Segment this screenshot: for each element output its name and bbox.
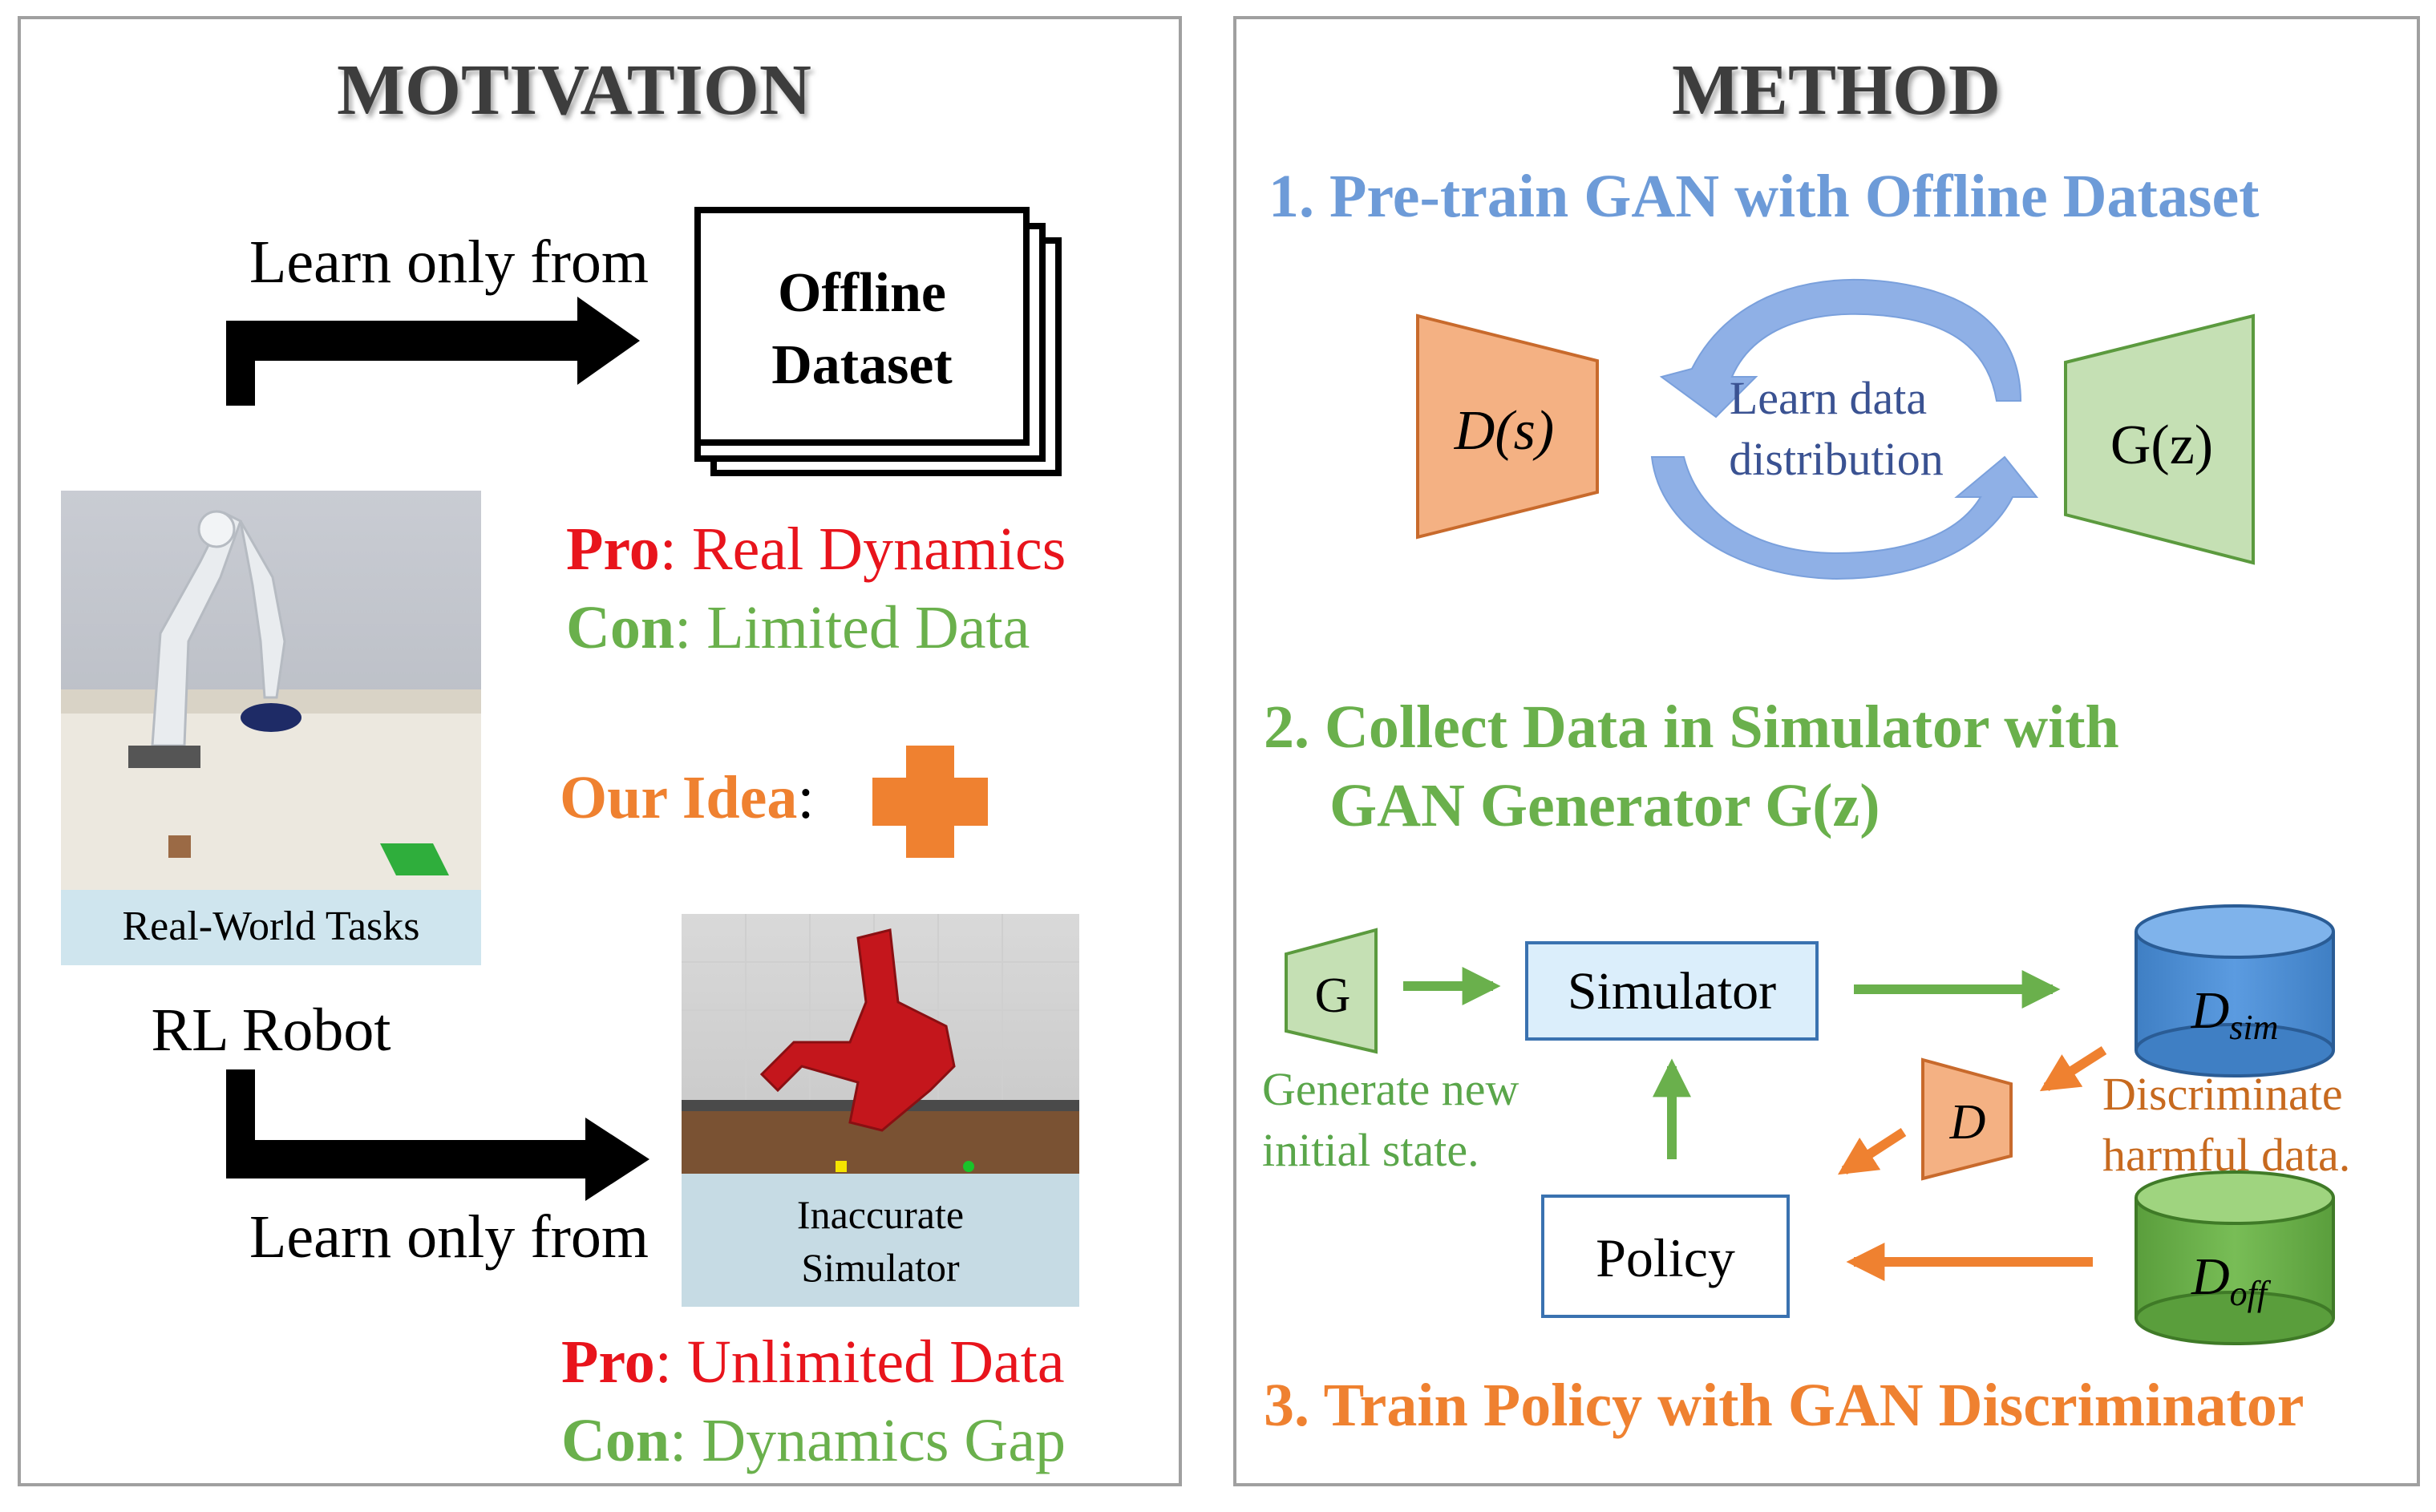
g-small-label: G xyxy=(1315,968,1351,1023)
cycle-arrow-bottom xyxy=(1650,455,2039,580)
generator-small-shape xyxy=(1285,928,1378,1054)
con-dynamics-gap: Con: Dynamics Gap xyxy=(561,1407,1066,1474)
doff-label: Doff xyxy=(2191,1247,2272,1313)
step3-heading: 3. Train Policy with GAN Discriminator xyxy=(1264,1372,2304,1439)
learn-data-line2: distribution xyxy=(1729,433,1943,485)
our-idea-label: Our Idea: xyxy=(560,764,814,831)
dataset-label-line1: Offline xyxy=(778,262,946,324)
simulator-screenshot xyxy=(682,914,1079,1307)
dataset-label-line2: Dataset xyxy=(771,334,952,396)
pro-real-dynamics: Pro: Real Dynamics xyxy=(566,515,1066,583)
policy-box xyxy=(1541,1195,1790,1318)
step1-heading: 1. Pre-train GAN with Offline Dataset xyxy=(1269,163,2259,230)
offline-dataset-stack xyxy=(694,207,1062,476)
d-s-label: D(s) xyxy=(1454,400,1554,462)
discriminator-small-shape xyxy=(1921,1057,2013,1181)
g-z-label: G(z) xyxy=(2110,414,2213,476)
dsim-label: Dsim xyxy=(2191,981,2279,1047)
top-elbow-arrow xyxy=(226,297,640,406)
motivation-title: MOTIVATION xyxy=(337,51,811,130)
pro-unlimited-data: Pro: Unlimited Data xyxy=(561,1328,1065,1396)
generate-line2: initial state. xyxy=(1262,1124,1479,1176)
bottom-elbow-arrow xyxy=(226,1069,649,1201)
cycle-arrow-top xyxy=(1659,278,2022,418)
generate-line1: Generate new xyxy=(1262,1063,1519,1115)
bottom-learn-label: Learn only from xyxy=(249,1203,649,1271)
policy-label: Policy xyxy=(1596,1227,1735,1288)
plus-icon xyxy=(872,746,988,858)
con-limited-data: Con: Limited Data xyxy=(566,594,1030,661)
step2-heading-line2: GAN Generator G(z) xyxy=(1329,772,1880,839)
doff-cylinder xyxy=(2135,1170,2335,1345)
rl-robot-label: RL Robot xyxy=(151,997,390,1064)
step2-heading-line1: 2. Collect Data in Simulator with xyxy=(1264,693,2119,761)
generator-shape xyxy=(2064,313,2255,565)
dsim-cylinder xyxy=(2135,904,2335,1077)
method-title: METHOD xyxy=(1672,51,2001,130)
discriminator-shape xyxy=(1416,313,1599,540)
arrow-d-to-policy xyxy=(1837,1127,1907,1175)
simulator-label: Simulator xyxy=(1568,962,1776,1021)
top-learn-label: Learn only from xyxy=(249,228,649,296)
simulator-caption-line1: Inaccurate xyxy=(797,1192,964,1237)
learn-data-line1: Learn data xyxy=(1730,372,1927,424)
real-world-photo xyxy=(61,491,481,965)
real-world-caption: Real-World Tasks xyxy=(122,904,419,949)
arrow-dsim-to-d xyxy=(2039,1045,2107,1092)
simulator-caption-line2: Simulator xyxy=(801,1245,960,1290)
simulator-box xyxy=(1525,941,1819,1041)
d-small-label: D xyxy=(1949,1095,1986,1150)
discriminate-line1: Discriminate xyxy=(2102,1068,2343,1120)
